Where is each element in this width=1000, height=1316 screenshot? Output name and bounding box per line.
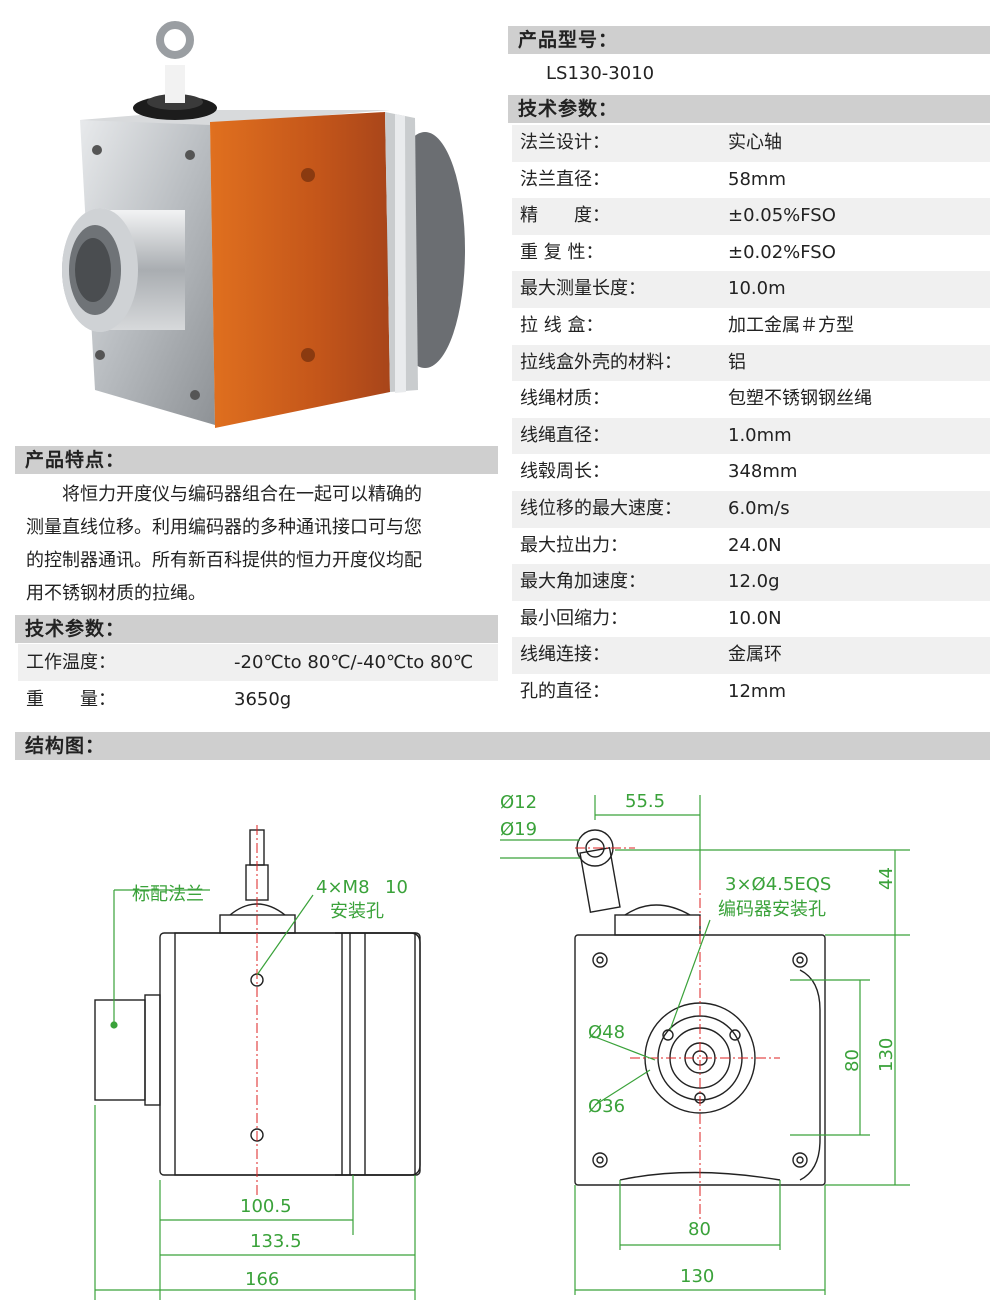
- spec-key: 精 度：: [520, 205, 610, 227]
- features-line: 用不锈钢材质的拉绳。: [26, 583, 206, 604]
- spec-value: 3650g: [234, 689, 292, 710]
- spec-key: 线绳连接：: [520, 644, 610, 666]
- spec-row: 最大测量长度： 10.0m: [512, 271, 990, 308]
- diameter-48-label: Ø48: [588, 1022, 625, 1043]
- spec-key: 最大测量长度：: [520, 278, 646, 300]
- spec-row: 工作温度： -20℃to 80℃/-40℃to 80℃: [18, 644, 498, 681]
- spec-row: 线绳连接： 金属环: [512, 637, 990, 674]
- features-text: 将恒力开度仪与编码器组合在一起可以精确的 测量直线位移。利用编码器的多种通讯接口…: [26, 478, 496, 610]
- dim-80-horizontal: 80: [688, 1219, 711, 1240]
- dim-100-5: 100.5: [240, 1196, 292, 1217]
- diameter-12-label: Ø12: [500, 792, 537, 813]
- encoder-hole-label: 编码器安装孔: [718, 899, 826, 920]
- spec-key: 线毂周长：: [520, 461, 610, 483]
- spec-value: 10.0N: [728, 607, 782, 629]
- features-line: 将恒力开度仪与编码器组合在一起可以精确的: [62, 484, 422, 505]
- spec-value: 10.0m: [728, 278, 786, 300]
- spec-value: 24.0N: [728, 534, 782, 556]
- diameter-36-label: Ø36: [588, 1096, 625, 1117]
- dim-44: 44: [876, 867, 897, 890]
- model-value: LS130-3010: [546, 63, 655, 84]
- spec-value: ±0.05%FSO: [728, 205, 836, 227]
- spec-key: 工作温度：: [26, 652, 116, 673]
- spec-row: 最大角加速度： 12.0g: [512, 564, 990, 601]
- spec-key: 法兰设计：: [520, 132, 610, 153]
- dim-55-5: 55.5: [625, 791, 665, 812]
- spec-value: 加工金属＃方型: [728, 315, 854, 336]
- product-photo: [62, 21, 465, 428]
- spec-value: 包塑不锈钢钢丝绳: [728, 388, 872, 410]
- spec-row: 重 复 性： ±0.02%FSO: [512, 235, 990, 272]
- spec-value: 实心轴: [728, 132, 782, 153]
- spec-row: 法兰设计： 实心轴: [512, 125, 990, 162]
- spec-row: 最大拉出力： 24.0N: [512, 528, 990, 565]
- spec-row: 精 度： ±0.05%FSO: [512, 198, 990, 235]
- dim-133-5: 133.5: [250, 1231, 302, 1252]
- dim-130-horizontal: 130: [680, 1266, 714, 1287]
- spec-key: 孔的直径：: [520, 681, 610, 702]
- spec-value: 58mm: [728, 168, 786, 190]
- dim-80-vertical: 80: [842, 1049, 863, 1072]
- spec-key: 拉线盒外壳的材料：: [520, 351, 682, 373]
- model-header: 产品型号：: [508, 26, 990, 54]
- specs-header: 技术参数：: [508, 95, 990, 123]
- spec-key: 重 量：: [26, 689, 116, 710]
- spec-row: 拉 线 盒： 加工金属＃方型: [512, 308, 990, 345]
- spec-row: 最小回缩力： 10.0N: [512, 601, 990, 638]
- spec-value: 12mm: [728, 681, 786, 702]
- spec-row: 线毂周长： 348mm: [512, 454, 990, 491]
- features-line: 的控制器通讯。所有新百科提供的恒力开度仪均配: [26, 550, 422, 571]
- dim-166: 166: [245, 1269, 279, 1290]
- spec-value: ±0.02%FSO: [728, 241, 836, 263]
- spec-row: 重 量： 3650g: [18, 681, 498, 718]
- spec-row: 线位移的最大速度： 6.0m/s: [512, 491, 990, 528]
- spec-row: 孔的直径： 12mm: [512, 674, 990, 711]
- spec-value: -20℃to 80℃/-40℃to 80℃: [234, 652, 474, 673]
- spec-row: 拉线盒外壳的材料： 铝: [512, 344, 990, 382]
- spec-row: 线绳材质： 包塑不锈钢钢丝绳: [512, 381, 990, 418]
- features-line: 测量直线位移。利用编码器的多种通讯接口可与您: [26, 517, 422, 538]
- diameter-19-label: Ø19: [500, 819, 537, 840]
- spec-value: 6.0m/s: [728, 498, 790, 519]
- spec-key: 最小回缩力：: [520, 607, 628, 629]
- side-view-drawing: 标配法兰 4×M8 10 安装孔 100.5 133.5 166: [94, 825, 421, 1300]
- spec-key: 线位移的最大速度：: [520, 498, 682, 519]
- spec-row: 法兰直径： 58mm: [512, 162, 990, 199]
- spec-row: 线绳直径： 1.0mm: [512, 417, 990, 455]
- spec-value: 金属环: [728, 644, 782, 666]
- front-view-drawing: Ø12 Ø19 55.5 44 3×Ø4.5EQS 编码器安装孔 Ø48 Ø36…: [500, 791, 910, 1295]
- spec-key: 线绳材质：: [520, 388, 610, 410]
- spec-value: 12.0g: [728, 571, 780, 593]
- drawing-header: 结构图：: [15, 732, 990, 760]
- flange-label: 标配法兰: [132, 884, 204, 905]
- dim-130-vertical: 130: [876, 1038, 897, 1072]
- spec-key: 法兰直径：: [520, 168, 610, 190]
- spec-key: 最大拉出力：: [520, 534, 628, 556]
- spec-value: 铝: [728, 351, 746, 373]
- tech-params-header: 技术参数：: [15, 615, 498, 643]
- spec-key: 最大角加速度：: [520, 571, 646, 593]
- thread-depth-label: 10: [385, 877, 408, 898]
- spec-key: 拉 线 盒：: [520, 315, 604, 336]
- thread-label: 4×M8: [316, 877, 370, 898]
- spec-key: 重 复 性：: [520, 241, 604, 263]
- features-header: 产品特点：: [15, 446, 498, 474]
- spec-value: 1.0mm: [728, 424, 792, 446]
- spec-value: 348mm: [728, 461, 798, 483]
- encoder-hole-spec: 3×Ø4.5EQS: [725, 874, 831, 895]
- spec-key: 线绳直径：: [520, 424, 610, 446]
- mount-hole-label: 安装孔: [330, 901, 384, 922]
